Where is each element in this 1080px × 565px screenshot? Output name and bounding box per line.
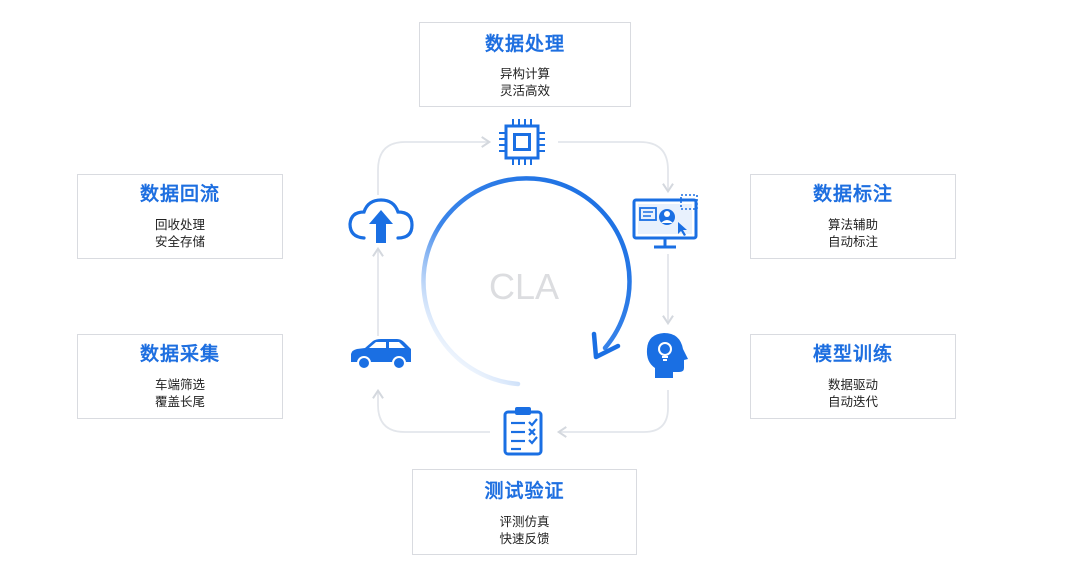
monitor-annotation-icon <box>632 194 698 249</box>
stage-card-data-collection: 数据采集 车端筛选 覆盖长尾 <box>77 334 283 419</box>
stage-line: 回收处理 <box>154 217 205 232</box>
stage-card-model-training: 模型训练 数据驱动 自动迭代 <box>750 334 956 419</box>
center-label: CLA <box>489 266 559 307</box>
stage-line: 安全存储 <box>154 234 205 249</box>
cloud-upload-icon <box>348 198 414 243</box>
connector-loop <box>372 136 674 438</box>
stage-line: 自动迭代 <box>827 394 878 409</box>
stage-line: 车端筛选 <box>154 377 205 392</box>
connector-validation-to-collection <box>372 388 490 433</box>
stage-line: 灵活高效 <box>499 83 550 98</box>
clipboard-checklist-icon <box>503 407 543 456</box>
stage-title: 数据采集 <box>139 343 220 365</box>
car-icon <box>351 339 411 370</box>
stage-card-data-processing: 数据处理 异构计算 灵活高效 <box>419 22 631 107</box>
stage-line: 覆盖长尾 <box>154 394 205 409</box>
stage-title: 数据标注 <box>812 183 893 205</box>
stage-title: 数据回流 <box>139 183 220 205</box>
stage-card-test-validation: 测试验证 评测仿真 快速反馈 <box>412 469 637 555</box>
stage-line: 异构计算 <box>499 66 550 81</box>
stage-line: 数据驱动 <box>827 377 878 392</box>
stage-card-data-annotation: 数据标注 算法辅助 自动标注 <box>750 174 956 259</box>
stage-line: 自动标注 <box>827 234 878 249</box>
cycle-arrowhead-icon <box>591 331 621 360</box>
connector-feedback-to-processing <box>377 136 492 195</box>
connector-training-to-validation <box>556 390 669 438</box>
stage-line: 快速反馈 <box>499 531 550 546</box>
stage-card-data-feedback: 数据回流 回收处理 安全存储 <box>77 174 283 259</box>
stage-title: 数据处理 <box>484 33 565 55</box>
cycle-ring <box>421 176 632 387</box>
connector-processing-to-annotation <box>558 141 674 194</box>
head-lightbulb-icon <box>646 333 688 378</box>
stage-line: 评测仿真 <box>499 514 550 529</box>
stage-line: 算法辅助 <box>827 217 878 232</box>
stage-title: 模型训练 <box>812 343 893 365</box>
chip-icon <box>499 119 545 165</box>
stage-title: 测试验证 <box>484 480 565 502</box>
